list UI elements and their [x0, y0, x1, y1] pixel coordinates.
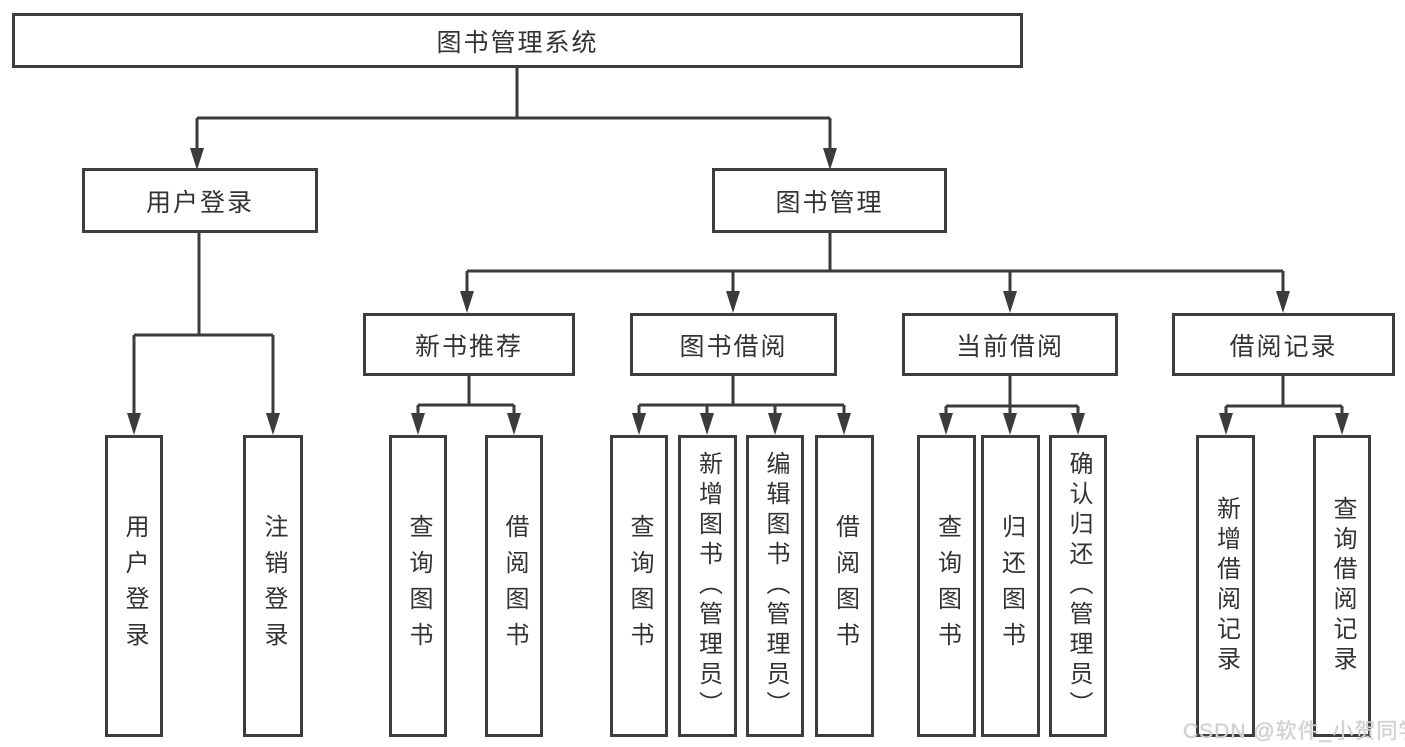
node-label: 查询图书: [405, 514, 432, 658]
arrow-down-icon: [837, 413, 851, 435]
node-label: 确认归还（管理员）: [1065, 451, 1092, 721]
node-borrow-records: 借阅记录: [1172, 313, 1395, 376]
node-label: 编辑图书（管理员）: [762, 451, 789, 721]
leaf-query-books-recommend: 查询图书: [389, 435, 447, 737]
arrow-down-icon: [507, 413, 521, 435]
node-label: 归还图书: [997, 514, 1025, 658]
leaf-return-books: 归还图书: [981, 435, 1040, 737]
node-label: 新增图书（管理员）: [694, 451, 722, 721]
node-label: 查询图书: [933, 514, 961, 658]
arrow-down-icon: [939, 413, 953, 435]
arrow-down-icon: [632, 413, 646, 435]
node-label: 图书管理: [775, 188, 884, 217]
leaf-query-books-current: 查询图书: [917, 435, 976, 737]
node-label: 借阅图书: [501, 514, 528, 658]
arrow-down-icon: [1003, 291, 1017, 313]
arrow-down-icon: [1335, 413, 1349, 435]
node-label: 新书推荐: [414, 332, 523, 361]
node-label: 查询图书: [626, 514, 653, 658]
arrow-down-icon: [823, 148, 837, 170]
node-book-management: 图书管理: [712, 168, 947, 233]
node-label: 查询借阅记录: [1329, 496, 1356, 676]
node-label: 用户登录: [145, 188, 254, 217]
arrow-down-icon: [768, 413, 782, 435]
arrow-down-icon: [700, 413, 714, 435]
node-label: 借阅图书: [831, 514, 859, 658]
node-root-system: 图书管理系统: [12, 13, 1023, 68]
node-label: 图书管理系统: [436, 28, 599, 57]
node-label: 注销登录: [260, 514, 287, 658]
arrow-down-icon: [411, 413, 425, 435]
leaf-borrow-books-recommend: 借阅图书: [485, 435, 543, 737]
leaf-edit-book-admin: 编辑图书（管理员）: [746, 435, 804, 737]
leaf-user-login: 用户登录: [105, 435, 163, 737]
node-label: 图书借阅: [679, 332, 788, 361]
node-label: 用户登录: [121, 514, 148, 658]
csdn-watermark: CSDN @软件_小贺同学: [1183, 720, 1405, 743]
arrow-down-icon: [1276, 291, 1290, 313]
node-current-borrow: 当前借阅: [902, 313, 1118, 376]
arrow-down-icon: [266, 413, 280, 435]
leaf-query-borrow-record: 查询借阅记录: [1313, 435, 1371, 737]
leaf-borrow-books-borrow: 借阅图书: [815, 435, 874, 737]
leaf-confirm-return-admin: 确认归还（管理员）: [1049, 435, 1107, 737]
arrow-down-icon: [1219, 413, 1233, 435]
leaf-query-books-borrow: 查询图书: [610, 435, 668, 737]
leaf-add-borrow-record: 新增借阅记录: [1196, 435, 1255, 737]
node-new-book-recommend: 新书推荐: [363, 313, 575, 376]
arrow-down-icon: [190, 148, 204, 170]
node-label: 当前借阅: [955, 332, 1064, 361]
arrow-down-icon: [726, 291, 740, 313]
arrow-down-icon: [1003, 413, 1017, 435]
arrow-down-icon: [1071, 413, 1085, 435]
node-label: 新增借阅记录: [1212, 496, 1240, 676]
arrow-down-icon: [127, 413, 141, 435]
leaf-logout: 注销登录: [243, 435, 303, 737]
node-user-login: 用户登录: [82, 168, 318, 233]
node-label: 借阅记录: [1229, 332, 1338, 361]
arrow-down-icon: [460, 291, 474, 313]
node-book-borrow: 图书借阅: [630, 313, 837, 376]
leaf-add-book-admin: 新增图书（管理员）: [678, 435, 737, 737]
